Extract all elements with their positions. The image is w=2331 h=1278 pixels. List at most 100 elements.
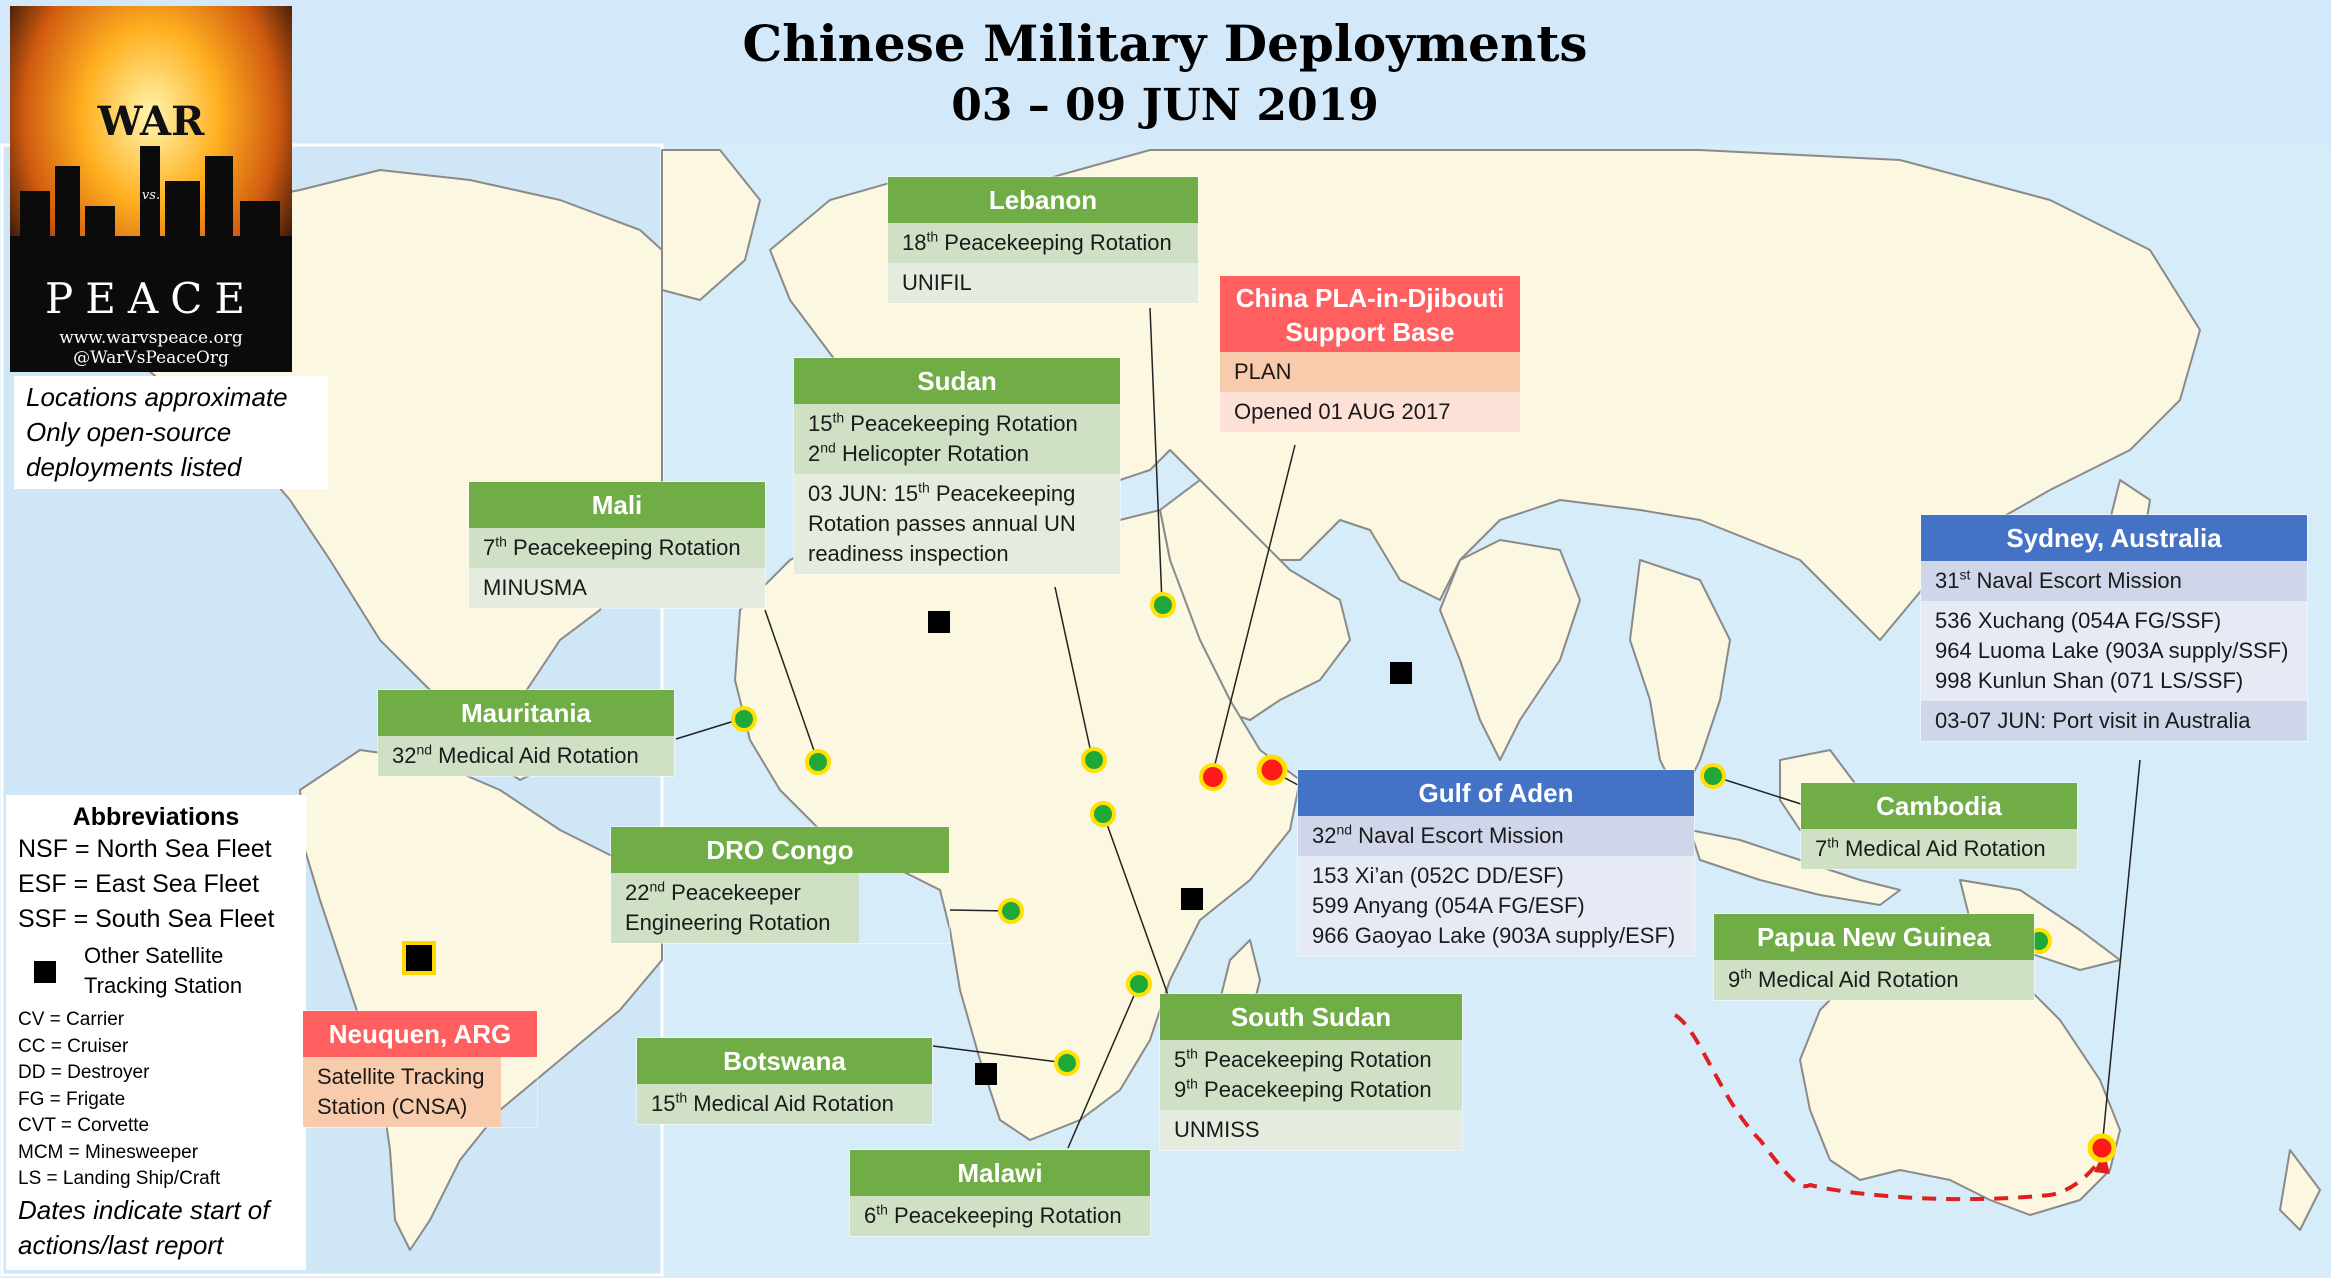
abbreviations-title: Abbreviations bbox=[72, 803, 240, 831]
box-lebanon: Lebanon 18th Peacekeeping Rotation UNIFI… bbox=[888, 177, 1198, 303]
box-line: 966 Gaoyao Lake (903A supply/ESF) bbox=[1312, 923, 1676, 948]
box-row: 32nd Naval Escort Mission bbox=[1298, 816, 1694, 856]
box-title: Cambodia bbox=[1801, 783, 2077, 829]
box-row: 6th Peacekeeping Rotation bbox=[850, 1196, 1150, 1236]
leader-lebanon bbox=[1149, 307, 1163, 604]
leader-sydney bbox=[2101, 759, 2141, 1149]
box-row: 32nd Medical Aid Rotation bbox=[378, 736, 674, 776]
box-title: DRO Congo bbox=[611, 827, 949, 873]
abbr-ship: FG = Frigate bbox=[18, 1088, 126, 1110]
box-line: 15th Peacekeeping Rotation bbox=[808, 409, 1078, 436]
box-mali: Mali 7th Peacekeeping Rotation MINUSMA bbox=[469, 482, 765, 608]
marker-cambodia bbox=[1700, 763, 1726, 789]
leader-botswana bbox=[932, 1045, 1067, 1064]
box-line: 153 Xi’an (052C DD/ESF) bbox=[1312, 863, 1564, 888]
box-row: Satellite Tracking Station (CNSA) bbox=[303, 1057, 501, 1127]
land-greenland bbox=[661, 149, 761, 301]
abbr-ship: MCM = Minesweeper bbox=[18, 1141, 199, 1163]
abbr-ship: CV = Carrier bbox=[18, 1009, 125, 1030]
abbr-ship: LS = Landing Ship/Craft bbox=[18, 1168, 221, 1189]
marker-mauritania bbox=[731, 706, 757, 732]
leader-mali bbox=[764, 609, 819, 763]
page-title: Chinese Military Deployments bbox=[742, 14, 1588, 73]
box-sudan: Sudan 15th Peacekeeping Rotation 2nd Hel… bbox=[794, 358, 1120, 574]
box-title: Papua New Guinea bbox=[1714, 914, 2034, 960]
box-title: Malawi bbox=[850, 1150, 1150, 1196]
box-title: South Sudan bbox=[1160, 994, 1462, 1040]
box-cambodia: Cambodia 7th Medical Aid Rotation bbox=[1801, 783, 2077, 869]
box-row: 03-07 JUN: Port visit in Australia bbox=[1921, 701, 2307, 741]
box-row: 15th Peacekeeping Rotation 2nd Helicopte… bbox=[794, 404, 1120, 474]
route-line bbox=[1673, 1013, 2102, 1202]
box-line: 599 Anyang (054A FG/ESF) bbox=[1312, 893, 1585, 918]
marker-sudan bbox=[1081, 747, 1107, 773]
box-row: 03 JUN: 15th Peacekeeping Rotation passe… bbox=[794, 474, 1120, 574]
abbr-fleet: ESF = East Sea Fleet bbox=[18, 870, 260, 898]
leader-cambodia bbox=[1712, 775, 1802, 805]
note-line: Locations approximate bbox=[26, 382, 288, 412]
logo-vs: vs. bbox=[141, 188, 161, 203]
satellite-station-kenya bbox=[1181, 888, 1203, 910]
abbr-ship: CC = Cruiser bbox=[18, 1035, 129, 1057]
box-title: Gulf of Aden bbox=[1298, 770, 1694, 816]
box-line: 5th Peacekeeping Rotation bbox=[1174, 1045, 1432, 1072]
box-title: Sydney, Australia bbox=[1921, 515, 2307, 561]
satellite-square-icon bbox=[34, 961, 56, 983]
box-row: 5th Peacekeeping Rotation 9th Peacekeepi… bbox=[1160, 1040, 1462, 1110]
box-title: Mali bbox=[469, 482, 765, 528]
box-row: 15th Medical Aid Rotation bbox=[637, 1084, 932, 1124]
logo-war: WAR bbox=[97, 98, 205, 145]
leader-southsudan bbox=[1102, 812, 1169, 996]
marker-lebanon bbox=[1150, 592, 1176, 618]
land-new-zealand bbox=[2279, 1149, 2321, 1231]
land-indonesia bbox=[1689, 829, 1901, 906]
abbreviations-legend: Abbreviations NSF = North Sea Fleet ESF … bbox=[6, 795, 306, 1270]
box-row: 536 Xuchang (054A FG/SSF) 964 Luoma Lake… bbox=[1921, 601, 2307, 701]
abbr-fleet: NSF = North Sea Fleet bbox=[18, 835, 272, 863]
box-row: Opened 01 AUG 2017 bbox=[1220, 392, 1520, 432]
box-row: UNMISS bbox=[1160, 1110, 1462, 1150]
land-india bbox=[1439, 539, 1581, 761]
box-gulfofaden: Gulf of Aden 32nd Naval Escort Mission 1… bbox=[1298, 770, 1694, 956]
box-djibouti: China PLA-in-Djibouti Support Base PLAN … bbox=[1220, 276, 1520, 432]
box-southsudan: South Sudan 5th Peacekeeping Rotation 9t… bbox=[1160, 994, 1462, 1150]
marker-mali bbox=[805, 749, 831, 775]
box-row: PLAN bbox=[1220, 352, 1520, 392]
abbr-ship: DD = Destroyer bbox=[18, 1062, 150, 1083]
box-title: Neuquen, ARG bbox=[303, 1011, 537, 1057]
box-drocongo: DRO Congo 22nd Peacekeeper Engineering R… bbox=[611, 827, 949, 943]
logo-peace: PEACE bbox=[44, 274, 258, 323]
box-neuquen: Neuquen, ARG Satellite Tracking Station … bbox=[303, 1011, 537, 1127]
marker-southsudan bbox=[1090, 801, 1116, 827]
box-row: UNIFIL bbox=[888, 263, 1198, 303]
marker-drocongo bbox=[998, 898, 1024, 924]
box-botswana: Botswana 15th Medical Aid Rotation bbox=[637, 1038, 932, 1124]
box-title: Sudan bbox=[794, 358, 1120, 404]
marker-botswana bbox=[1054, 1050, 1080, 1076]
box-malawi: Malawi 6th Peacekeeping Rotation bbox=[850, 1150, 1150, 1236]
ocean-top-band bbox=[0, 0, 2331, 145]
leader-sudan bbox=[1054, 586, 1094, 763]
box-row: 7th Medical Aid Rotation bbox=[1801, 829, 2077, 869]
leader-djibouti bbox=[1211, 444, 1296, 777]
box-title: Botswana bbox=[637, 1038, 932, 1084]
satellite-station-neuquen bbox=[402, 941, 436, 975]
leader-malawi bbox=[1067, 983, 1140, 1149]
box-png: Papua New Guinea 9th Medical Aid Rotatio… bbox=[1714, 914, 2034, 1000]
box-title: China PLA-in-Djibouti Support Base bbox=[1220, 276, 1520, 352]
box-line: 536 Xuchang (054A FG/SSF) bbox=[1935, 608, 2222, 633]
box-line: 964 Luoma Lake (903A supply/SSF) bbox=[1935, 638, 2289, 663]
box-row: 9th Medical Aid Rotation bbox=[1714, 960, 2034, 1000]
box-row: MINUSMA bbox=[469, 568, 765, 608]
box-line: 9th Peacekeeping Rotation bbox=[1174, 1075, 1432, 1102]
abbr-fleet: SSF = South Sea Fleet bbox=[18, 905, 275, 933]
marker-gulfofaden bbox=[1256, 754, 1288, 786]
note-line: deployments listed bbox=[26, 452, 242, 482]
legend-satellite-label: Other Satellite Tracking Station bbox=[84, 943, 243, 998]
box-row: 22nd Peacekeeper Engineering Rotation bbox=[611, 873, 859, 943]
box-row: 18th Peacekeeping Rotation bbox=[888, 223, 1198, 263]
satellite-station-algeria bbox=[928, 611, 950, 633]
box-title: Lebanon bbox=[888, 177, 1198, 223]
box-row: 31st Naval Escort Mission bbox=[1921, 561, 2307, 601]
logo-site: www.warvspeace.org bbox=[59, 328, 243, 348]
